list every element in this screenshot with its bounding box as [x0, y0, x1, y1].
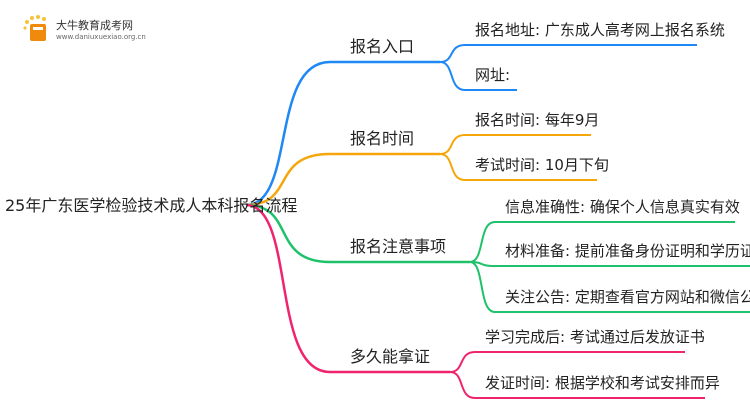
- child-connector: [439, 134, 591, 155]
- branch-connector: [245, 152, 440, 207]
- branch-node: 报名注意事项: [350, 237, 447, 256]
- child-connector: [449, 351, 685, 373]
- child-connector: [439, 153, 597, 181]
- logo: 大牛教育成考网 www.daniuxuexiao.org.cn: [22, 14, 146, 44]
- leaf-node: 关注公告: 定期查看官方网站和微信公众号: [505, 288, 750, 306]
- child-connector: [469, 221, 735, 263]
- leaf-node: 信息准确性: 确保个人信息真实有效: [505, 198, 740, 216]
- branch-node: 报名入口: [350, 37, 415, 56]
- logo-url: www.daniuxuexiao.org.cn: [56, 33, 146, 41]
- child-connector: [469, 261, 750, 267]
- branch-node: 报名时间: [350, 129, 415, 148]
- logo-name: 大牛教育成考网: [56, 19, 133, 32]
- leaf-node: 网址:: [475, 66, 511, 84]
- child-connector: [439, 44, 697, 63]
- leaf-node: 报名地址: 广东成人高考网上报名系统: [475, 21, 725, 39]
- branch-connector: [245, 203, 470, 264]
- leaf-node: 发证时间: 根据学校和考试安排而异: [485, 374, 720, 392]
- branch-node: 多久能拿证: [350, 347, 431, 366]
- book-logo-icon: [23, 15, 46, 41]
- leaf-node: 报名时间: 每年9月: [475, 111, 600, 129]
- leaf-node: 材料准备: 提前准备身份证明和学历证明: [505, 242, 750, 260]
- branch-connector: [245, 60, 440, 207]
- leaf-node: 考试时间: 10月下旬: [475, 156, 609, 174]
- child-connector: [449, 371, 705, 399]
- root-node: 25年广东医学检验技术成人本科报名流程: [5, 196, 298, 215]
- child-connector: [439, 61, 517, 91]
- child-connector: [469, 261, 750, 313]
- leaf-node: 学习完成后: 考试通过后发放证书: [485, 328, 705, 346]
- branch-connector: [245, 203, 450, 374]
